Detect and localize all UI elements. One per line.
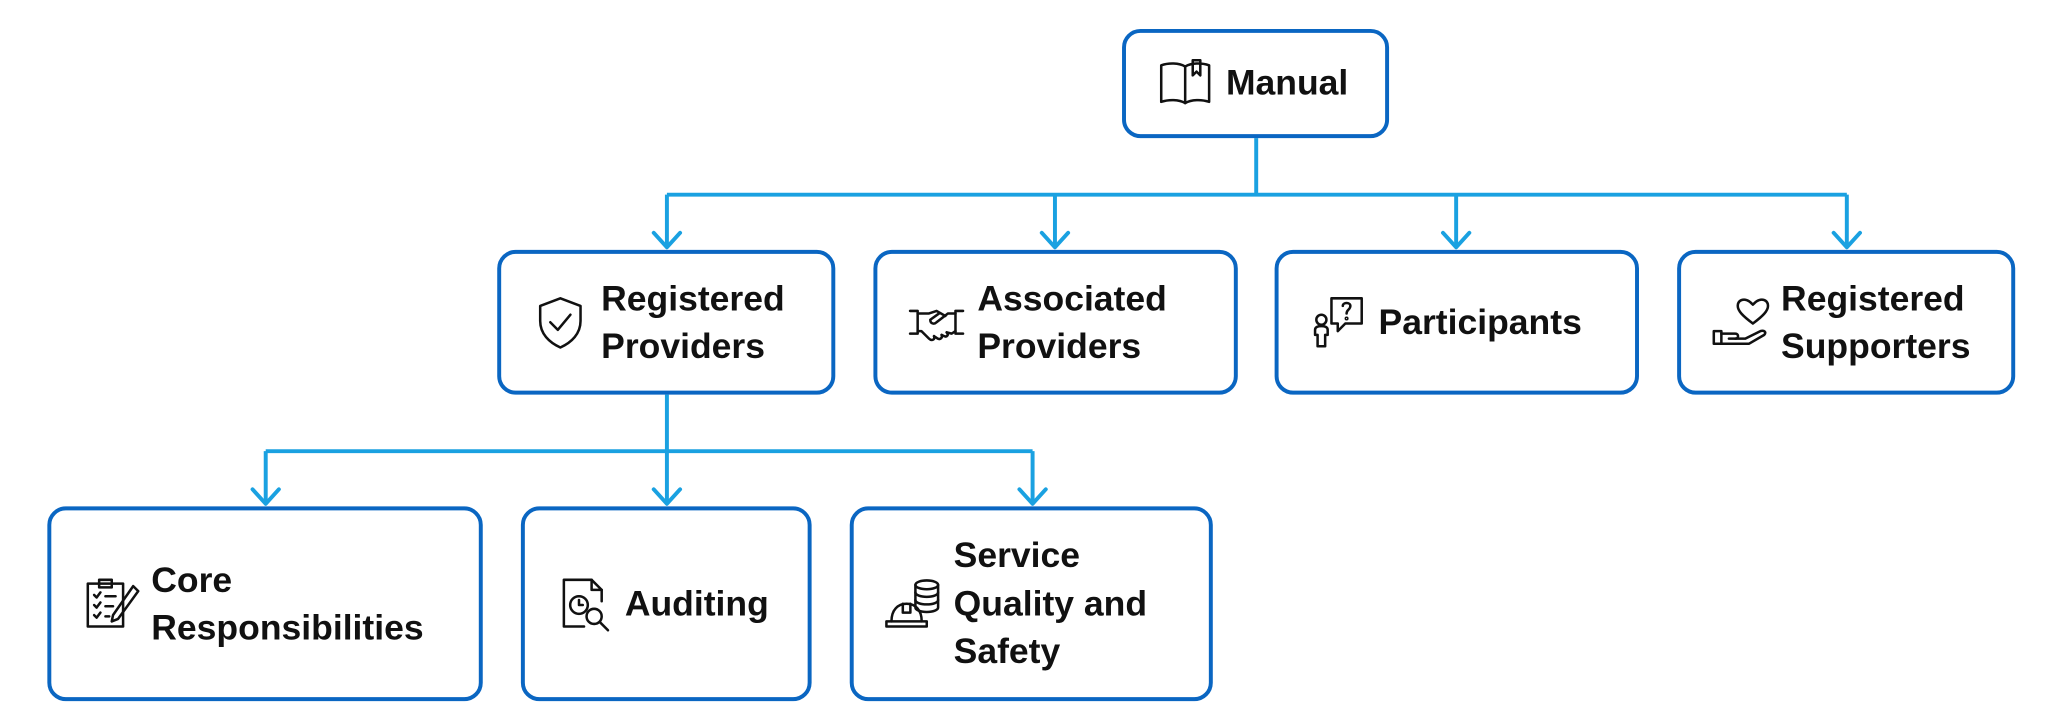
node-auditing: Auditing [520, 506, 812, 702]
node-participants: Participants [1274, 249, 1639, 395]
arrowhead-auditing [651, 487, 683, 506]
document-search-icon [551, 571, 617, 637]
node-registered-providers: Registered Providers [497, 249, 836, 395]
node-label-core-responsibilities: Core Responsibilities [151, 559, 424, 648]
node-label-auditing: Auditing [624, 583, 769, 624]
node-label-participants: Participants [1378, 302, 1582, 342]
heart-hand-icon [1707, 289, 1773, 355]
arrowhead-associated-providers [1039, 230, 1071, 250]
node-service-quality-safety: Service Quality and Safety [849, 506, 1213, 702]
arrowhead-registered-supporters [1831, 230, 1862, 250]
node-label-service-quality-safety: Service Quality and Safety [953, 535, 1148, 672]
node-associated-providers: Associated Providers [873, 249, 1238, 395]
handshake-icon [904, 289, 970, 355]
shield-check-icon [527, 289, 593, 355]
node-label-registered-providers: Registered Providers [601, 278, 785, 366]
arrowhead-participants [1441, 230, 1472, 250]
person-question-icon [1305, 289, 1371, 355]
node-label-associated-providers: Associated Providers [977, 278, 1167, 366]
arrowhead-core-responsibilities [250, 487, 281, 506]
clipboard-checklist-icon [78, 571, 144, 637]
arrowhead-service-quality [1017, 487, 1048, 506]
book-icon [1152, 51, 1218, 117]
node-registered-supporters: Registered Supporters [1677, 249, 2016, 395]
node-core-responsibilities: Core Responsibilities [47, 506, 483, 702]
node-label-registered-supporters: Registered Supporters [1781, 278, 1971, 366]
hardhat-database-icon [880, 571, 946, 637]
node-manual: Manual [1122, 28, 1390, 139]
arrowhead-registered-providers [651, 230, 683, 250]
node-label-manual: Manual [1225, 63, 1349, 103]
